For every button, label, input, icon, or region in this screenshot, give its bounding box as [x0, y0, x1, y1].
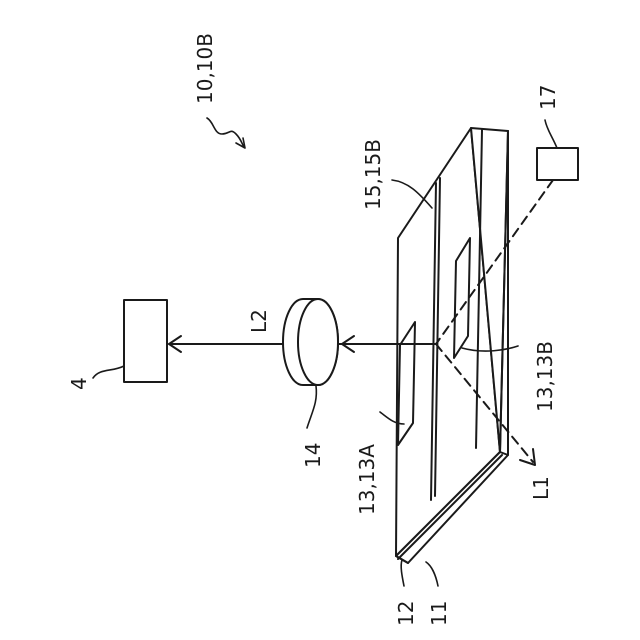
label-light-source-17: 17 — [536, 85, 560, 110]
detector-4-box — [124, 300, 167, 382]
lens-face — [298, 299, 338, 385]
leader-4 — [93, 366, 124, 378]
label-beam-l1: L1 — [529, 476, 553, 500]
label-layer-15: 15,15B — [361, 139, 385, 210]
plate-assembly — [396, 128, 508, 563]
label-layer-11: 11 — [427, 601, 451, 626]
label-lens-14: 14 — [301, 443, 325, 468]
label-region-13b: 13,13B — [533, 341, 557, 412]
label-detector-4: 4 — [67, 377, 91, 390]
leader-14 — [307, 386, 316, 428]
lens-14 — [283, 299, 338, 385]
leader-12 — [401, 560, 404, 586]
leader-17 — [545, 120, 557, 148]
label-device: 10,10B — [193, 33, 217, 104]
leader-11 — [426, 562, 438, 586]
label-beam-l2: L2 — [247, 309, 271, 333]
label-layer-12: 12 — [394, 601, 418, 626]
leader-device — [207, 118, 244, 147]
label-region-13a: 13,13A — [355, 444, 379, 515]
light-source-17-box — [537, 148, 578, 180]
